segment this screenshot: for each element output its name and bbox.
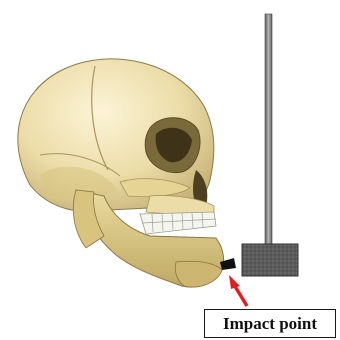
arrow xyxy=(229,275,247,306)
impactor xyxy=(242,14,298,276)
impactor-rod xyxy=(265,14,272,246)
skull-illustration xyxy=(18,59,214,214)
teeth xyxy=(140,212,216,234)
chin xyxy=(175,261,222,287)
impactor-mass xyxy=(242,244,298,276)
impact-point-label: Impact point xyxy=(204,309,336,338)
